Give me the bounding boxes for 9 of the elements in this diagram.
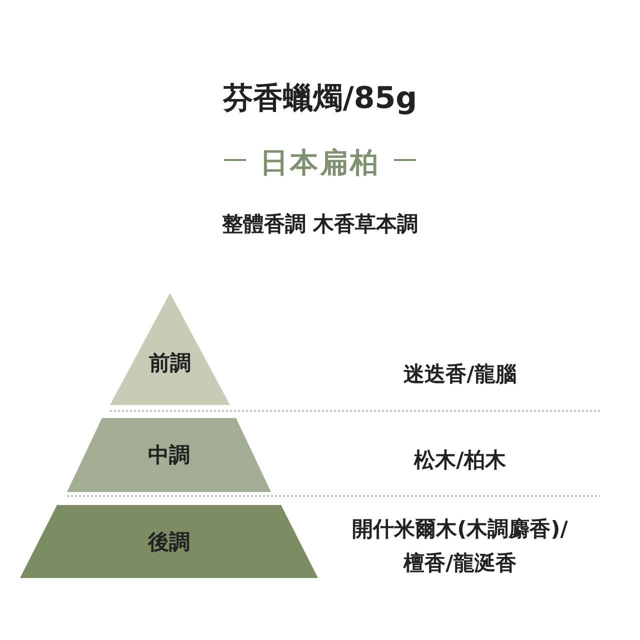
- subtitle-text: 日本扁柏: [260, 145, 380, 181]
- scent-family-text: 整體香調 木香草本調: [220, 211, 420, 238]
- tier-label: 後調: [148, 528, 190, 556]
- tier-label: 中調: [148, 442, 190, 469]
- note-text: 開什米爾木(木調麝香)/檀香/龍涎香: [351, 516, 569, 577]
- tier-label: 前調: [149, 350, 191, 377]
- note-text: 松木/柏木: [412, 447, 507, 474]
- note-text: 迷迭香/龍腦: [402, 361, 518, 388]
- title-text: 芬香蠟燭/85g: [222, 80, 418, 118]
